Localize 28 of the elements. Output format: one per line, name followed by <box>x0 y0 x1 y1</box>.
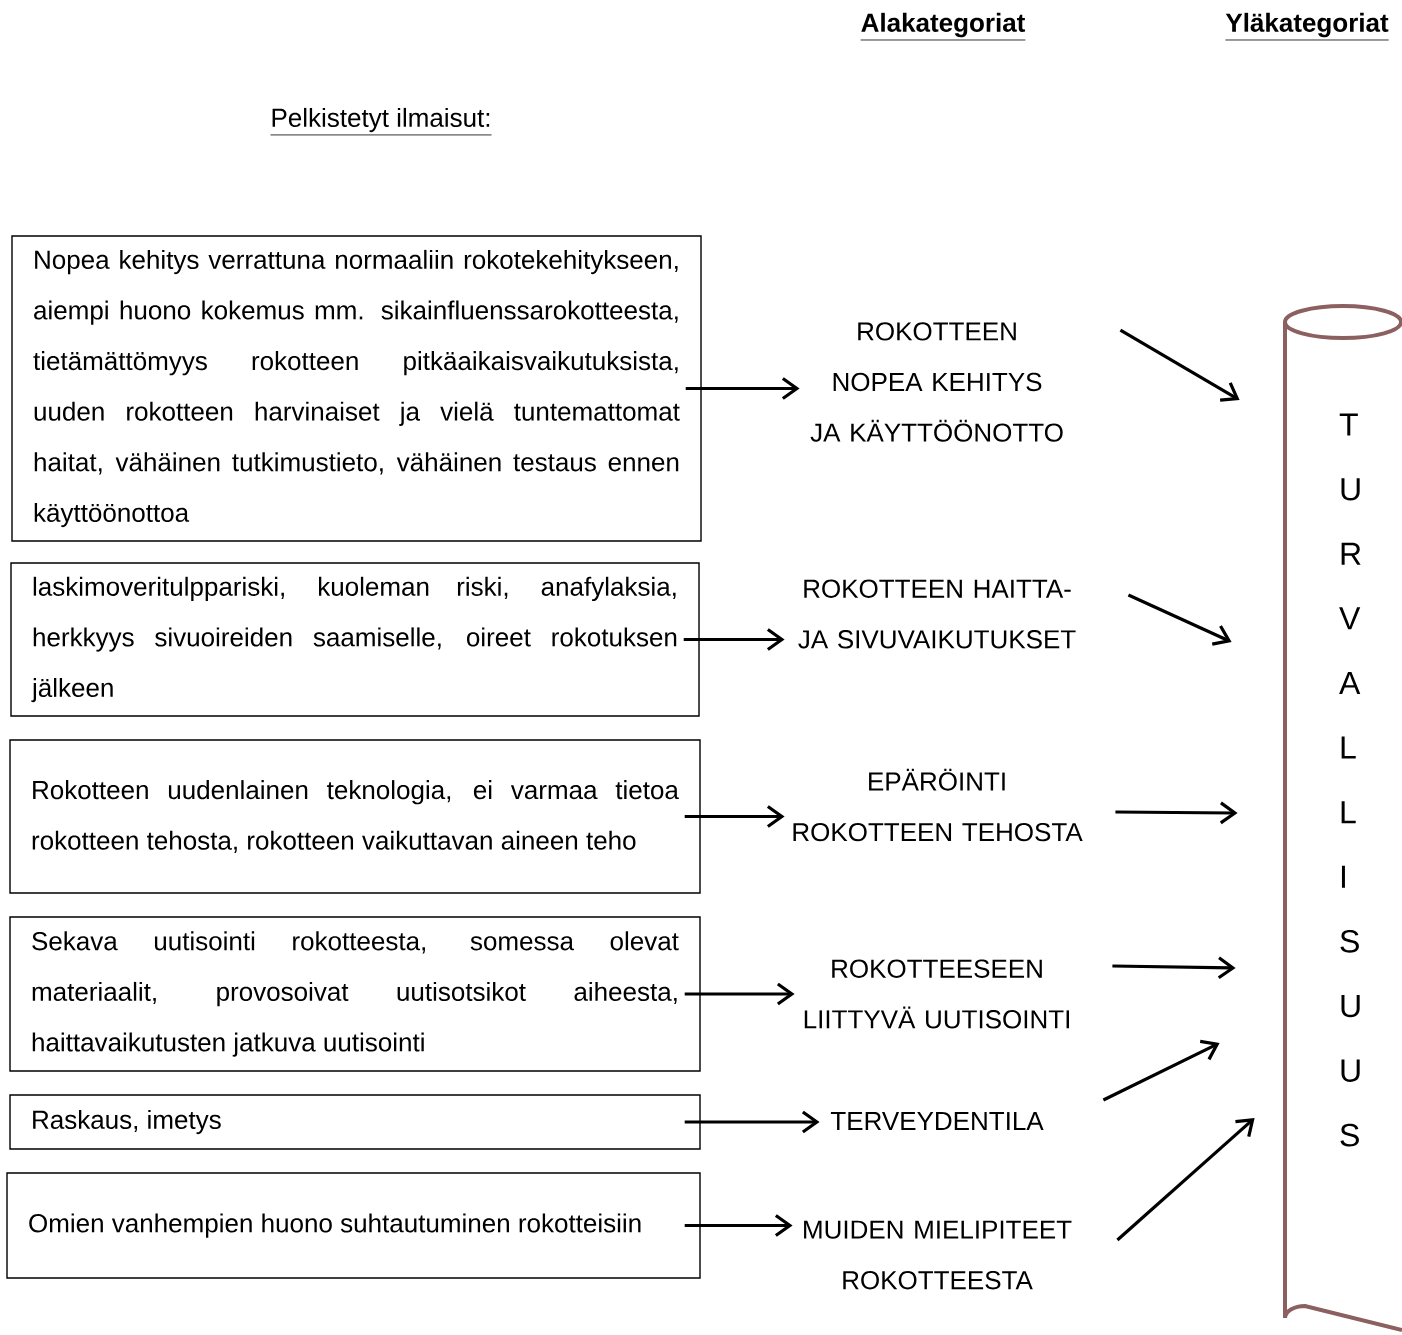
arrow <box>1112 956 1236 980</box>
category-label: EPÄRÖINTI ROKOTTEEN TEHOSTA <box>793 768 1083 842</box>
text-box: Raskaus, imetys <box>9 1094 701 1150</box>
arrow <box>1127 593 1232 646</box>
arrow <box>685 377 800 400</box>
heading: Pelkistetyt ilmaisut: <box>270 107 492 136</box>
arrow <box>1116 1118 1255 1242</box>
category-label: ROKOTTEEN NOPEA KEHITYS JA KÄYTTÖÖNOTTO <box>810 322 1063 442</box>
category-label: ROKOTTEEN HAITTA- JA SIVUVAIKUTUKSET <box>798 579 1076 649</box>
arrow <box>684 982 795 1006</box>
text-box: Sekava uutisointi rokotteesta, somessa olevat materiaalit, provosoivat uutisotsikot aiheesta, haittavaikutusten jatkuva uutisointi <box>9 916 701 1072</box>
cylinder: TURVALLISUUS <box>1283 304 1402 1332</box>
text-box: Rokotteen uudenlainen teknologia, ei varmaa tietoa rokotteen tehosta, rokotteen vaikuttavan aineen teho <box>9 739 701 894</box>
text-box: Nopea kehitys verrattuna normaaliin rokotekehitykseen, aiempi huono kokemus mm. sikainfluenssarokotteesta, tietämättömyys rokotteen pitkäaikaisvaikutuksista, uuden rokotteen harvinaiset ja vielä tuntemattomat haitat, vähäinen tutkimustieto, vähäinen testaus ennen käyttöönottoa <box>11 235 702 542</box>
arrow <box>684 1214 793 1237</box>
category-label: MUIDEN MIELIPITEET ROKOTTEESTA <box>804 1220 1072 1290</box>
category-label: ROKOTTEESEEN LIITTYVÄ UUTISOINTI <box>804 959 1069 1029</box>
arrow <box>683 628 785 651</box>
arrow <box>1119 328 1240 402</box>
text-box: laskimoveritulppariski, kuoleman riski, anafylaksia, herkkyys sivuoireiden saamiselle, oireet rokotuksen jälkeen <box>10 562 700 717</box>
arrow <box>684 1110 820 1134</box>
text-box: Omien vanhempien huono suhtautuminen rokotteisiin <box>6 1172 701 1279</box>
heading: Yläkategoriat <box>1224 12 1390 41</box>
heading: Alakategoriat <box>860 12 1026 41</box>
arrow <box>1115 801 1238 825</box>
arrow <box>684 805 785 828</box>
category-label: TERVEYDENTILA <box>830 1112 1044 1130</box>
arrow <box>1102 1039 1220 1102</box>
